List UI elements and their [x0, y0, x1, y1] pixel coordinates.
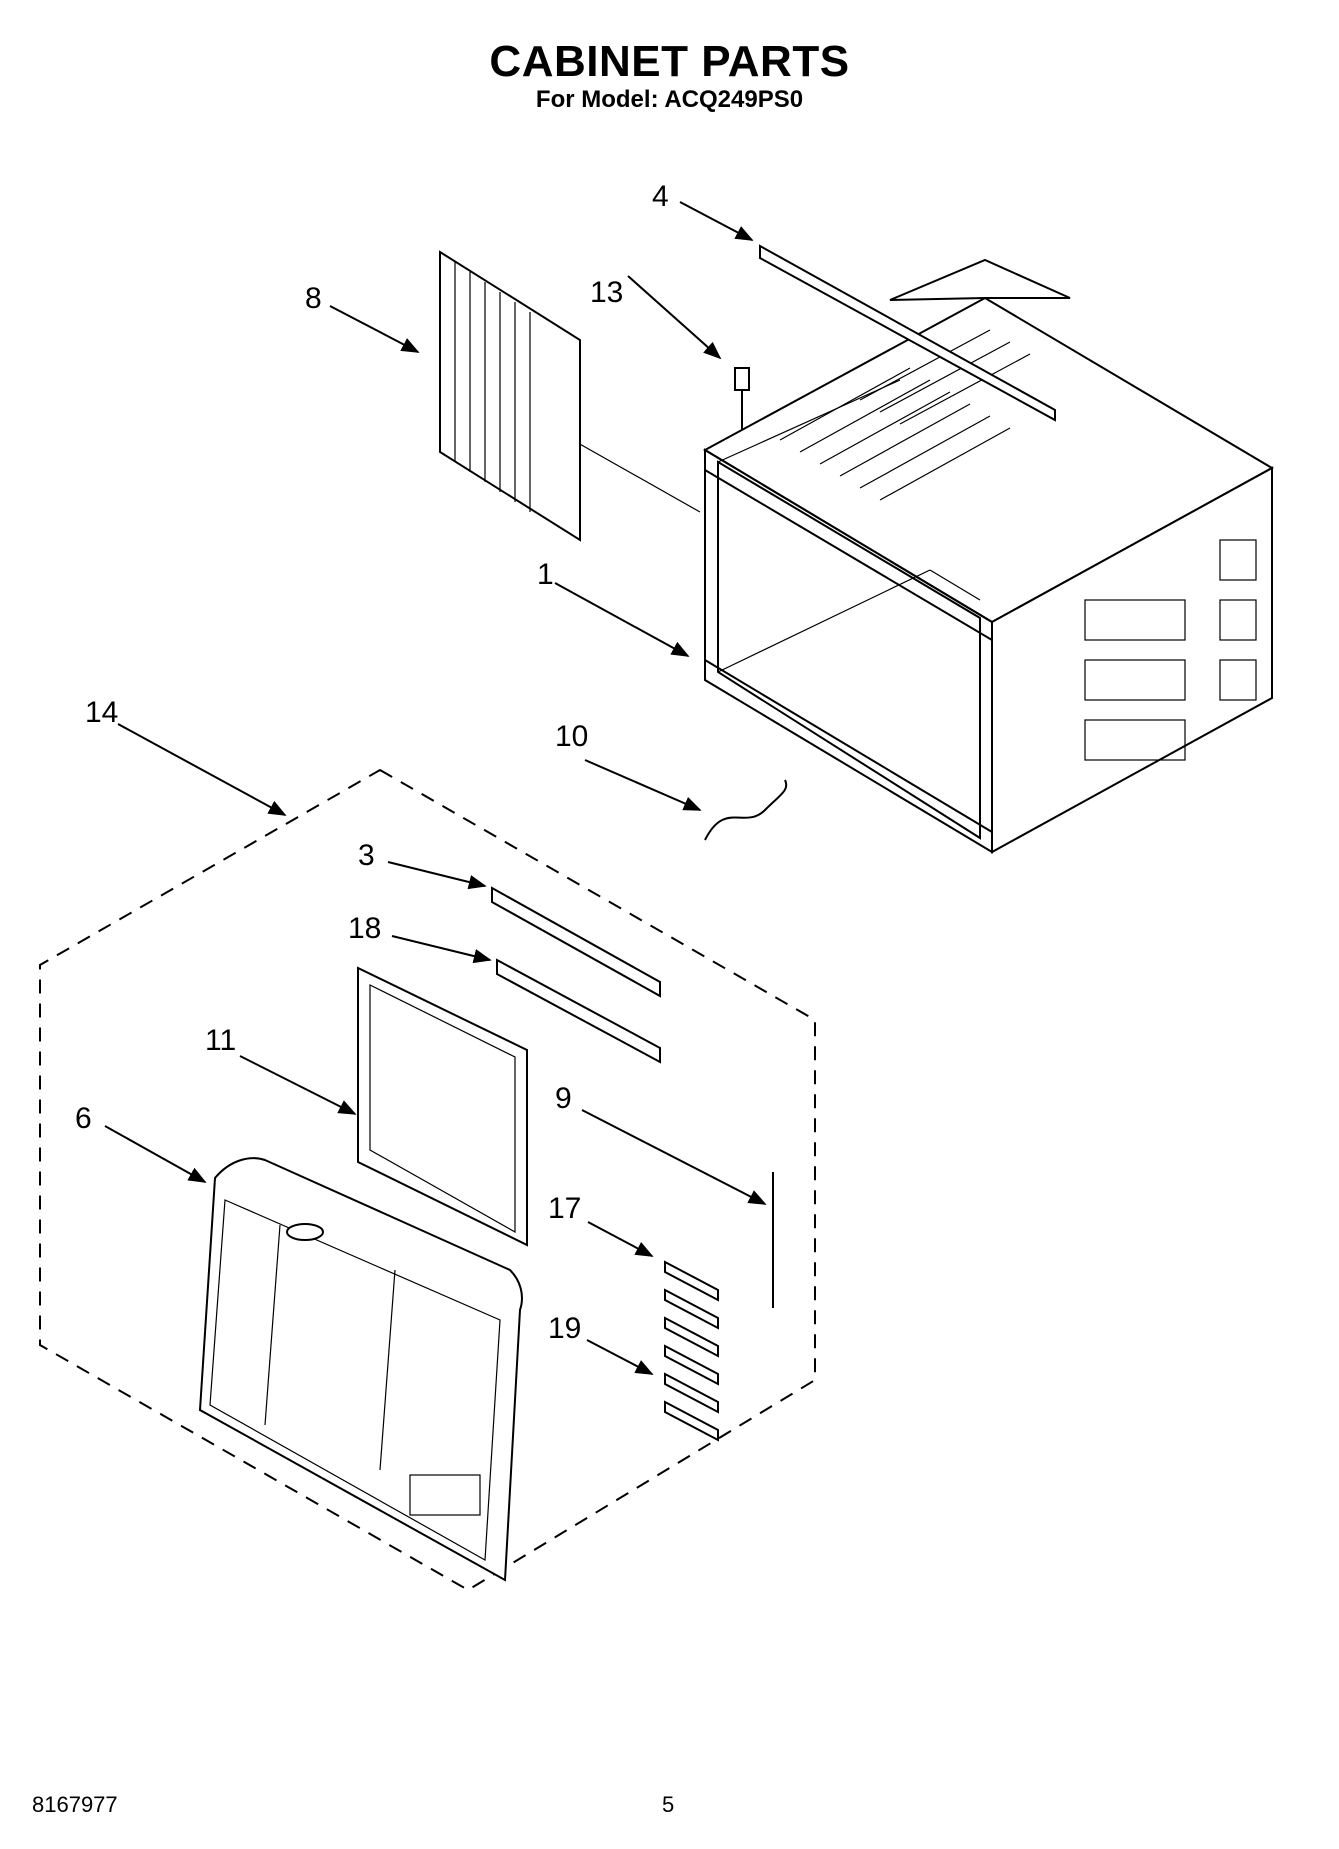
callout-10: 10 — [555, 720, 588, 753]
side-louvers — [1084, 539, 1257, 761]
cabinet-part — [554, 244, 1275, 854]
callout-8: 8 — [305, 282, 322, 315]
top-louvers — [779, 329, 1031, 501]
small-parts-17-19 — [664, 1260, 719, 1442]
screw-part-13 — [734, 367, 750, 430]
callout-18: 18 — [348, 912, 381, 945]
callout-11: 11 — [205, 1024, 236, 1057]
callout-9: 9 — [555, 1082, 572, 1115]
seal-part-10 — [704, 779, 788, 841]
callout-4: 4 — [652, 180, 669, 213]
callout-1: 1 — [537, 558, 554, 591]
callout-19: 19 — [548, 1312, 581, 1345]
front-grille-part-6 — [198, 1157, 523, 1582]
callout-14: 14 — [85, 696, 118, 729]
page-title: CABINET PARTS — [489, 37, 850, 86]
side-panel-part-8 — [439, 250, 581, 542]
callout-17: 17 — [548, 1192, 581, 1225]
rail-part-3 — [491, 886, 661, 998]
callout-6: 6 — [75, 1102, 92, 1135]
callout-3: 3 — [358, 839, 375, 872]
rail-part-4 — [759, 244, 1056, 422]
model-subtitle: For Model: ACQ249PS0 — [535, 86, 804, 113]
filter-part-11 — [357, 966, 528, 1247]
leader-arrows — [104, 201, 767, 1375]
page-number: 5 — [662, 1792, 675, 1817]
rail-part-18 — [496, 958, 661, 1064]
document-number: 8167977 — [32, 1792, 118, 1817]
callout-13: 13 — [590, 276, 623, 309]
front-assembly-outline-14 — [39, 768, 816, 1592]
